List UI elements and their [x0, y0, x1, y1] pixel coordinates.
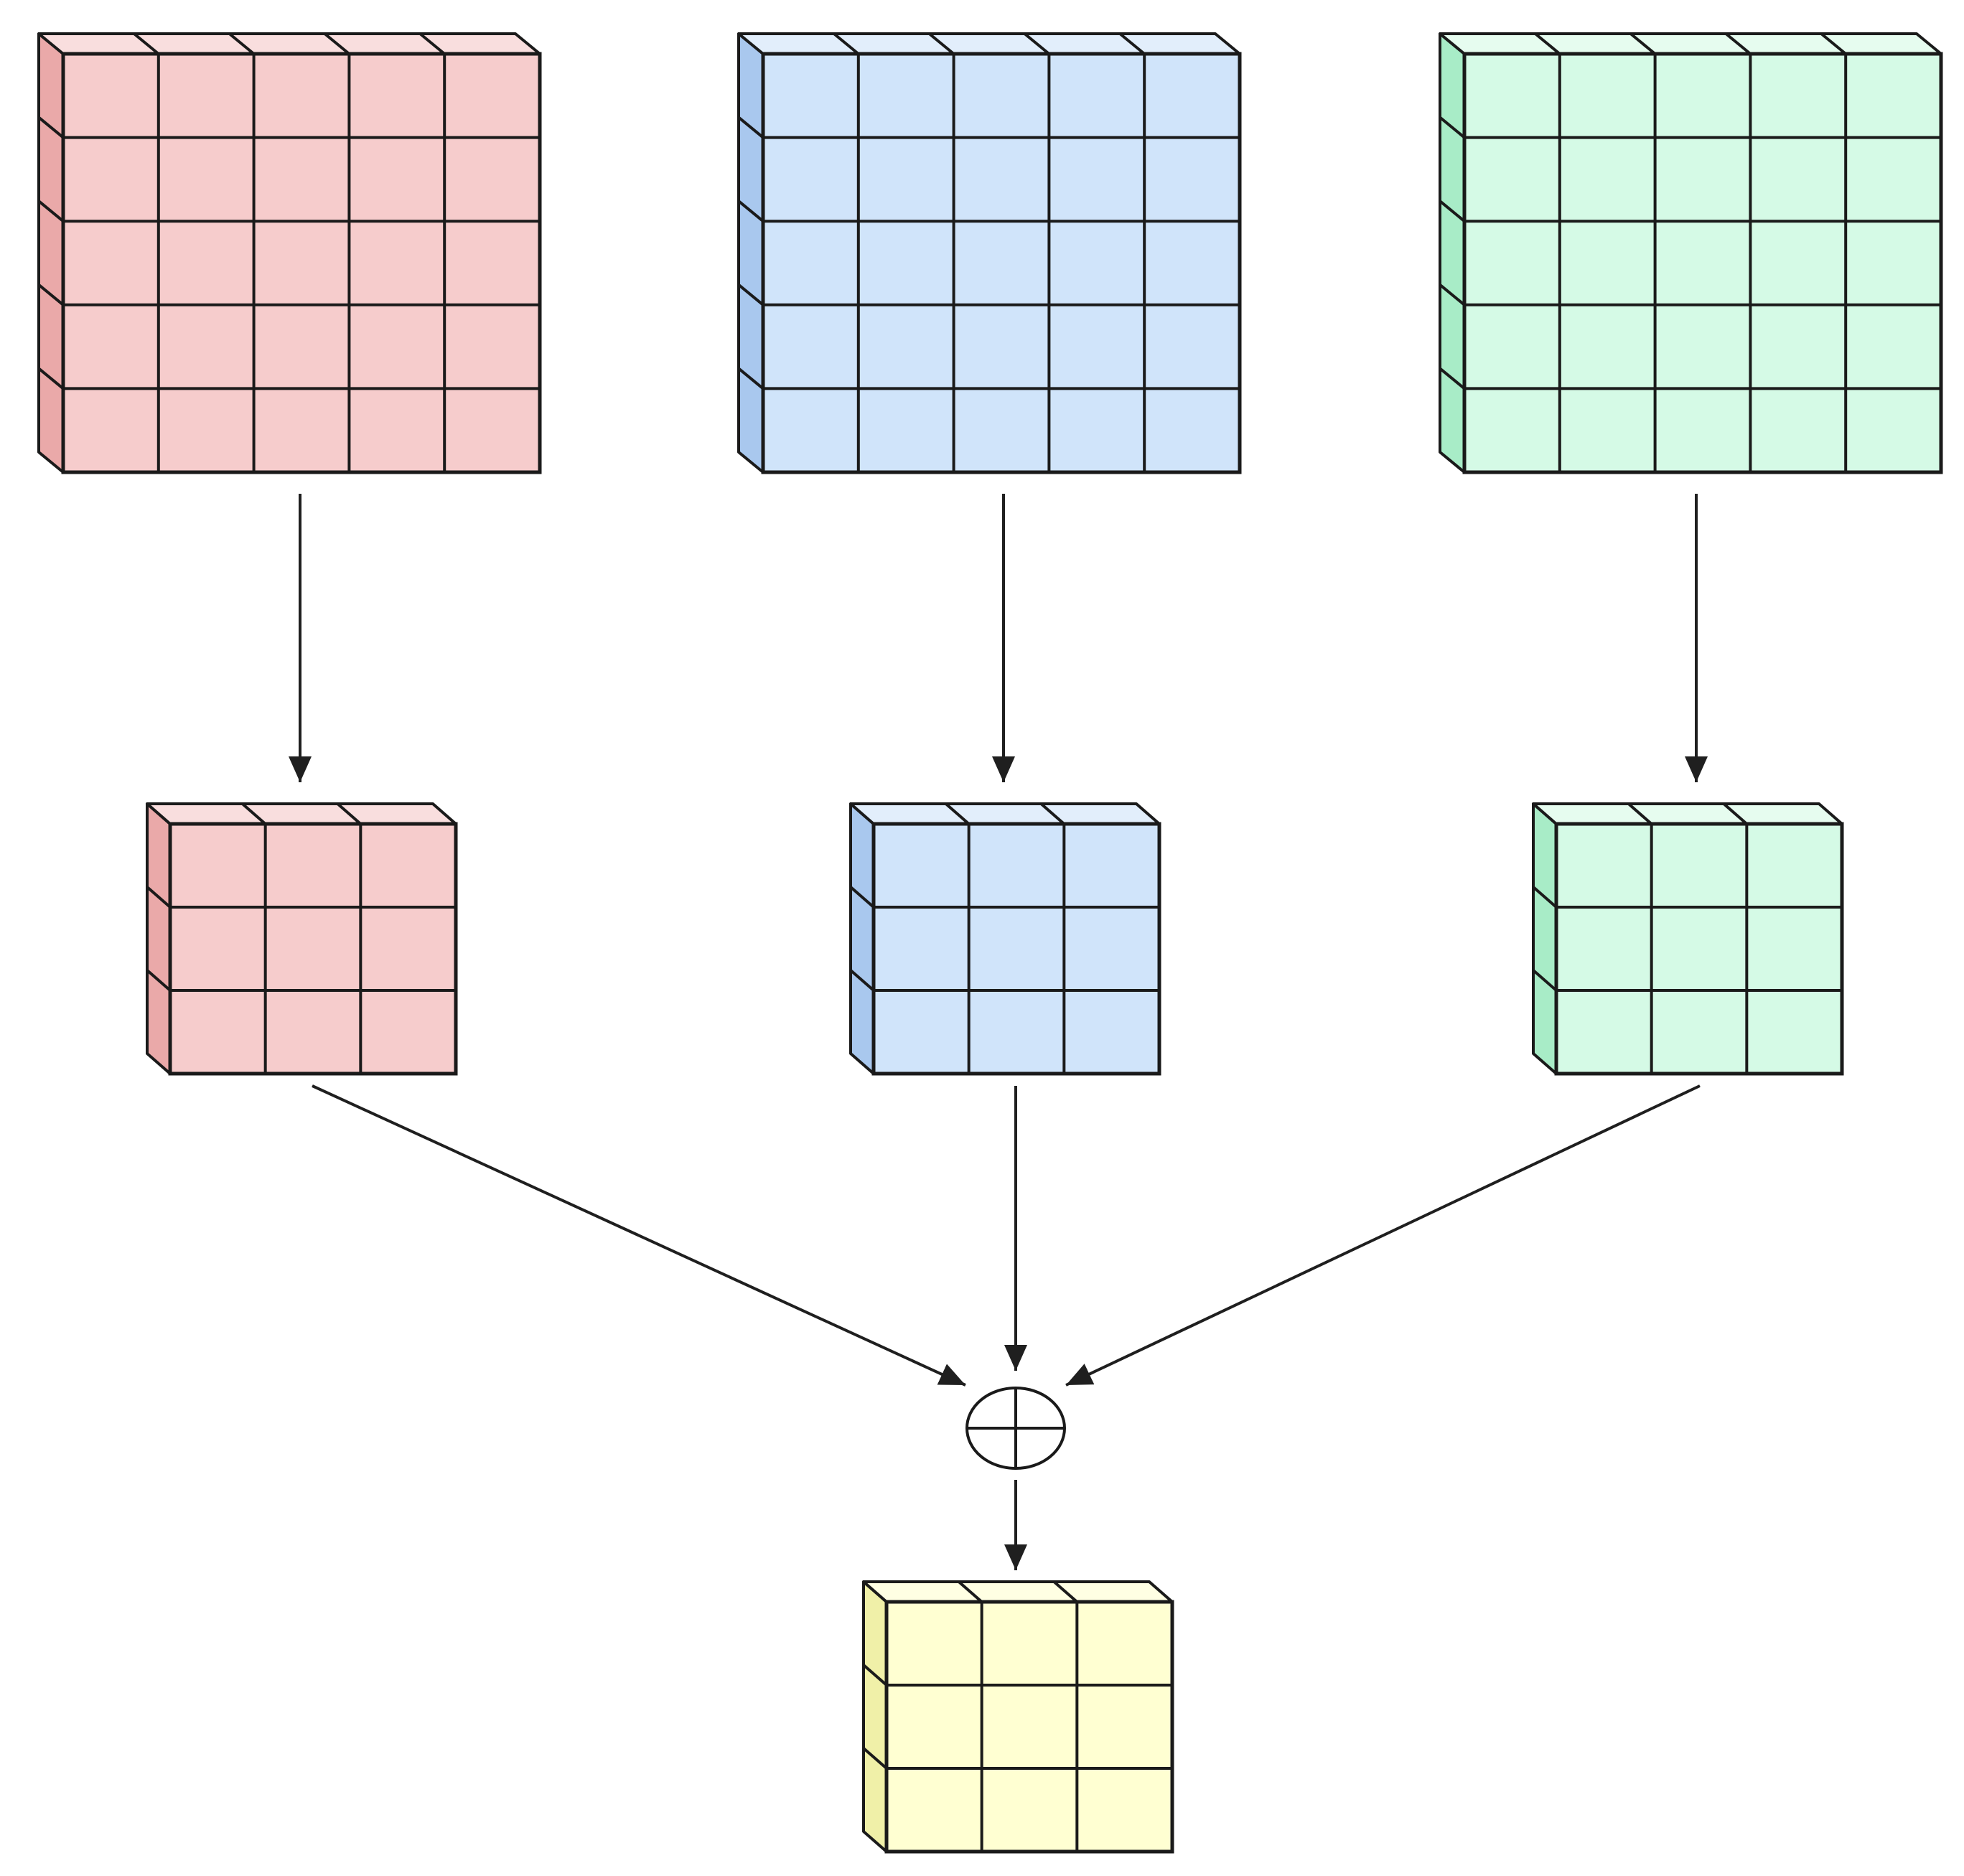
- output-yellow-side-face: [862, 1580, 888, 1853]
- input-blue-side-face: [737, 32, 764, 474]
- input-red-front-face: [61, 52, 542, 474]
- arrow-pooled-red-to-sum: [312, 1084, 966, 1387]
- pooled-blue-top-col-line: [945, 802, 970, 825]
- input-blue-side-row-line: [737, 367, 764, 390]
- input-blue-top-col-line: [833, 32, 860, 55]
- feature-map-pooled-green: [1532, 802, 1844, 1076]
- pooled-green-top-col-line: [1723, 802, 1748, 825]
- pooled-blue-top-face: [849, 802, 1161, 825]
- output-yellow-top-col-line: [1053, 1580, 1078, 1603]
- output-yellow-top-col-line: [958, 1580, 983, 1603]
- pooled-red-top-col-line: [337, 802, 362, 825]
- input-red-side-row-line: [37, 200, 65, 222]
- input-green-top-col-line: [1725, 32, 1752, 55]
- input-red-top-col-line: [228, 32, 255, 55]
- pooled-blue-side-face: [849, 802, 875, 1075]
- pooled-red-top-col-line: [241, 802, 266, 825]
- pooled-red-side-face: [146, 802, 172, 1075]
- flow-arrows: [289, 494, 1708, 1570]
- feature-map-output-yellow: [862, 1580, 1174, 1854]
- input-blue-top-col-line: [1118, 32, 1146, 55]
- pooled-blue-top-col-line: [1040, 802, 1065, 825]
- pooled-green-top-col-line: [1627, 802, 1652, 825]
- input-green-side-row-line: [1439, 367, 1466, 390]
- input-blue-side-row-line: [737, 200, 764, 222]
- input-blue-top-col-line: [928, 32, 955, 55]
- input-blue-top-face: [737, 32, 1241, 55]
- pooled-red-top-face: [146, 802, 457, 825]
- input-red-side-row-line: [37, 116, 65, 139]
- input-red-side-row-line: [37, 367, 65, 390]
- pooled-green-top-face: [1532, 802, 1843, 825]
- input-red-top-face: [37, 32, 541, 55]
- input-red-top-col-line: [133, 32, 160, 55]
- input-red-side-row-line: [37, 283, 65, 306]
- pooled-green-front-face: [1554, 822, 1844, 1076]
- output-yellow-side-row-line: [862, 1664, 888, 1687]
- feature-map-pooled-red: [146, 802, 458, 1076]
- pooled-red-front-face: [168, 822, 458, 1076]
- input-green-side-face: [1439, 32, 1466, 474]
- pooled-blue-front-face: [871, 822, 1161, 1076]
- pooled-red-side-row-line: [146, 969, 172, 992]
- feature-map-pooled-blue: [849, 802, 1161, 1076]
- pooled-blue-side-row-line: [849, 969, 875, 992]
- pooled-green-side-face: [1532, 802, 1558, 1075]
- input-red-top-col-line: [418, 32, 446, 55]
- input-green-front-face: [1462, 52, 1943, 474]
- feature-map-input-blue: [737, 32, 1242, 474]
- output-yellow-top-face: [862, 1580, 1174, 1603]
- input-blue-side-row-line: [737, 116, 764, 139]
- feature-map-input-red: [37, 32, 542, 474]
- input-green-top-face: [1439, 32, 1942, 55]
- pooled-green-side-row-line: [1532, 969, 1558, 992]
- sum-operator-icon: [965, 1387, 1066, 1470]
- feature-map-input-green: [1439, 32, 1943, 474]
- output-yellow-side-row-line: [862, 1747, 888, 1770]
- input-blue-front-face: [761, 52, 1242, 474]
- feature-maps: [37, 32, 1943, 1854]
- input-red-side-face: [37, 32, 65, 474]
- arrow-pooled-green-to-sum: [1065, 1084, 1701, 1387]
- input-green-side-row-line: [1439, 283, 1466, 306]
- input-green-side-row-line: [1439, 116, 1466, 139]
- pooled-blue-side-row-line: [849, 886, 875, 909]
- input-green-top-col-line: [1534, 32, 1561, 55]
- pooled-red-side-row-line: [146, 886, 172, 909]
- input-blue-side-row-line: [737, 283, 764, 306]
- output-yellow-front-face: [884, 1600, 1174, 1854]
- input-green-side-row-line: [1439, 200, 1466, 222]
- input-blue-top-col-line: [1024, 32, 1050, 55]
- input-green-top-col-line: [1629, 32, 1656, 55]
- input-green-top-col-line: [1820, 32, 1847, 55]
- input-red-top-col-line: [324, 32, 350, 55]
- pooled-green-side-row-line: [1532, 886, 1558, 909]
